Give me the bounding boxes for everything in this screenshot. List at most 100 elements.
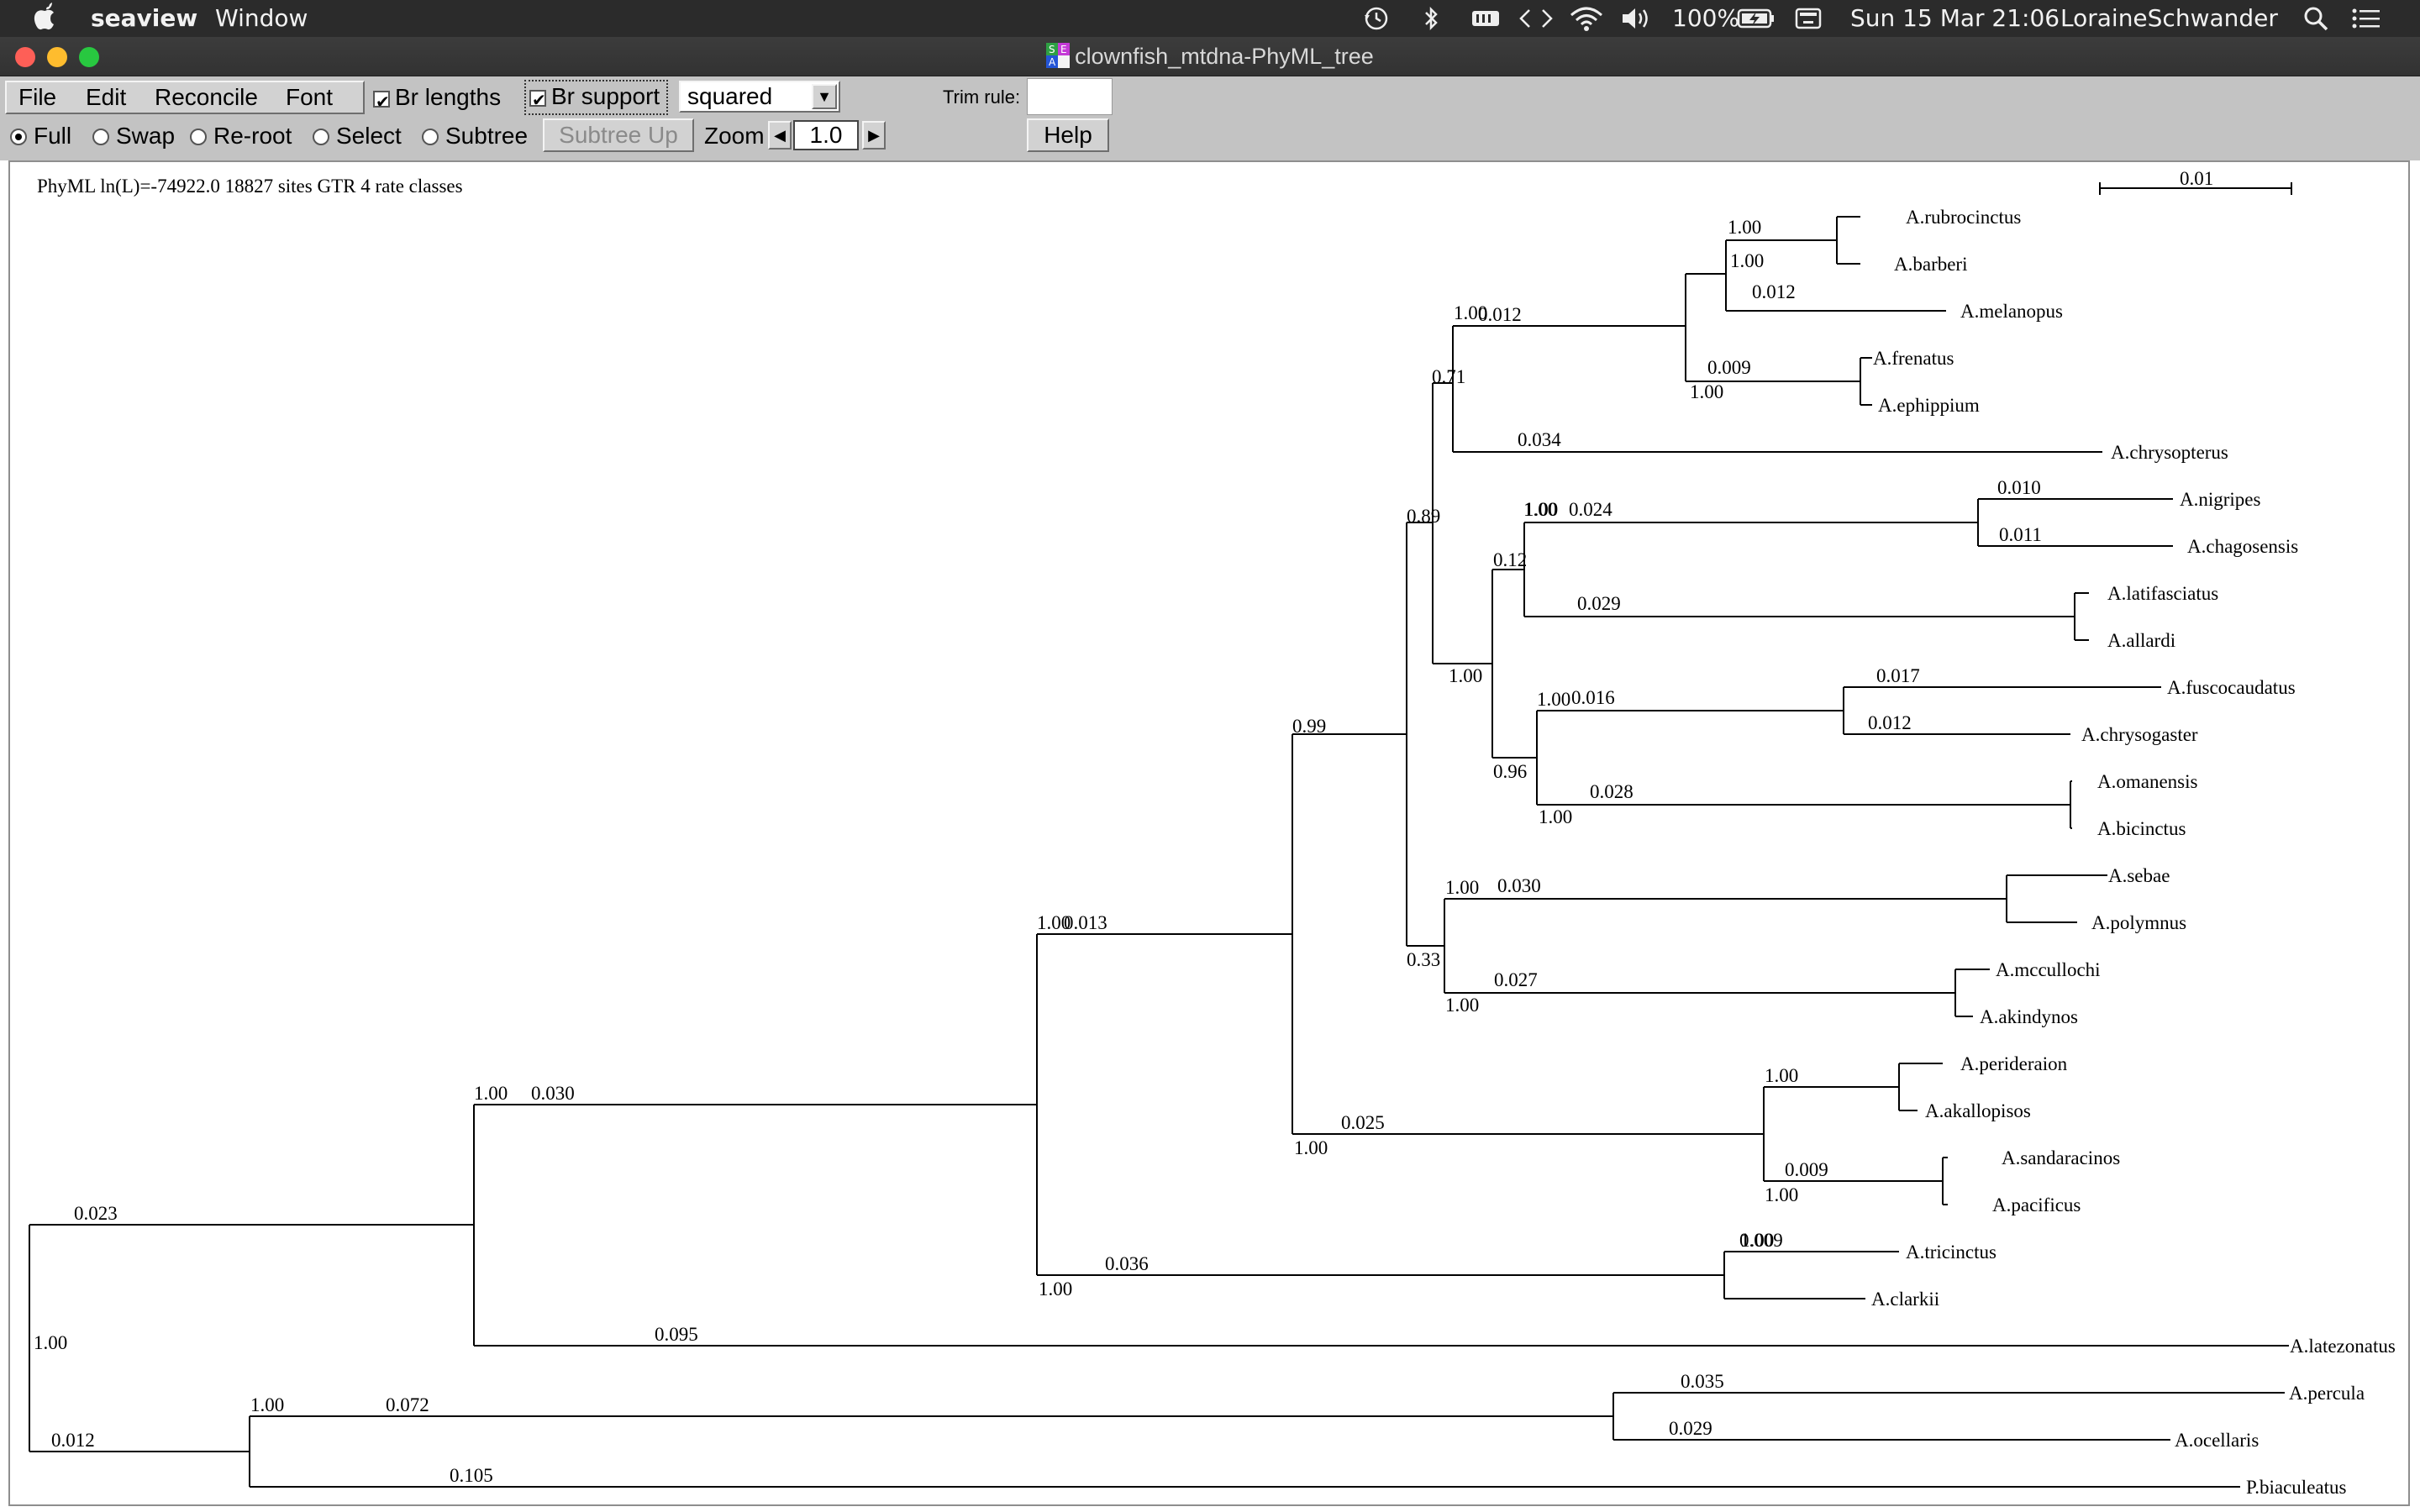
svg-text:E: E — [1060, 44, 1067, 55]
taxon-label[interactable]: A.pacificus — [1992, 1194, 2081, 1215]
tree-panel[interactable]: PhyML ln(L)=-74922.0 18827 sites GTR 4 r… — [8, 160, 2410, 1506]
br-lengths-label: Br lengths — [395, 84, 502, 110]
font-menu[interactable]: Font — [286, 84, 334, 110]
taxon-label[interactable]: A.bicinctus — [2097, 818, 2186, 839]
branch-length-label: 0.012 — [1752, 281, 1796, 302]
app-menu[interactable]: seaview — [91, 4, 198, 32]
mode-full-label: Full — [34, 123, 72, 149]
support-value-label: 0.12 — [1493, 549, 1527, 570]
taxon-label[interactable]: A.sandaracinos — [2002, 1147, 2120, 1168]
support-value-label: 1.00 — [474, 1083, 508, 1104]
br-lengths-checkbox[interactable]: Br lengths — [373, 81, 502, 118]
br-support-checkbox[interactable]: Br support — [524, 80, 669, 116]
taxon-label[interactable]: A.percula — [2289, 1383, 2365, 1404]
user-name[interactable]: LoraineSchwander — [2060, 4, 2278, 32]
file-menu[interactable]: File — [18, 84, 57, 110]
taxon-label[interactable]: P.biaculeatus — [2246, 1477, 2346, 1498]
taxon-label[interactable]: A.ocellaris — [2175, 1430, 2259, 1451]
phylogenetic-tree[interactable]: PhyML ln(L)=-74922.0 18827 sites GTR 4 r… — [10, 162, 2408, 1504]
mode-reroot-radio[interactable]: Re-root — [190, 120, 292, 152]
branch-length-label: 0.029 — [1577, 593, 1621, 614]
taxon-label[interactable]: A.rubrocinctus — [1906, 207, 2021, 228]
taxon-label[interactable]: A.clarkii — [1871, 1289, 1939, 1310]
control-center-icon[interactable] — [2349, 3, 2383, 41]
support-value-label: 1.00 — [1449, 665, 1482, 686]
taxon-label[interactable]: A.mccullochi — [1996, 959, 2101, 980]
radio-icon — [422, 129, 439, 145]
memory-icon[interactable] — [1469, 3, 1502, 41]
taxon-label[interactable]: A.perideraion — [1960, 1053, 2068, 1074]
wifi-icon[interactable] — [1568, 3, 1605, 41]
bluetooth-icon[interactable] — [1420, 3, 1442, 41]
checkbox-checked-icon — [373, 87, 390, 118]
taxon-label[interactable]: A.akallopisos — [1925, 1100, 2031, 1121]
support-value-label: 1.00 — [1728, 217, 1761, 238]
taxon-label[interactable]: A.allardi — [2107, 630, 2175, 651]
support-value-label: 1.00 — [1539, 806, 1572, 827]
trim-rule-input[interactable] — [1027, 78, 1113, 115]
battery-percent[interactable]: 100% — [1672, 4, 1740, 32]
taxon-label[interactable]: A.chrysopterus — [2111, 442, 2228, 463]
taxon-label[interactable]: A.ephippium — [1878, 395, 1980, 416]
mode-select-label: Select — [336, 123, 402, 149]
branch-length-label: 0.013 — [1064, 912, 1107, 933]
taxon-label[interactable]: A.polymnus — [2091, 912, 2186, 933]
zoom-value-field[interactable]: 1.0 — [793, 120, 859, 150]
close-window-button[interactable] — [15, 47, 35, 67]
clock-datetime[interactable]: Sun 15 Mar 21:06 — [1850, 4, 2060, 32]
taxon-label[interactable]: A.omanensis — [2097, 771, 2198, 792]
time-machine-icon[interactable] — [1360, 3, 1393, 41]
branch-length-label: 0.028 — [1590, 781, 1634, 802]
support-value-label: 1.00 — [1445, 995, 1479, 1016]
battery-icon[interactable] — [1736, 3, 1776, 41]
apple-icon[interactable] — [32, 2, 57, 38]
reconcile-menu[interactable]: Reconcile — [155, 84, 258, 110]
branch-length-label: 0.009 — [1707, 357, 1751, 378]
mode-full-radio[interactable]: Full — [10, 120, 71, 152]
taxon-label[interactable]: A.sebae — [2108, 865, 2170, 886]
mode-subtree-radio[interactable]: Subtree — [422, 120, 528, 152]
support-value-label: 1.00 — [1039, 1278, 1072, 1299]
taxon-label[interactable]: A.chagosensis — [2187, 536, 2298, 557]
support-value-label: 1.00 — [34, 1332, 67, 1353]
spotlight-search-icon[interactable] — [2301, 3, 2331, 41]
taxon-label[interactable]: A.tricinctus — [1906, 1242, 1996, 1263]
subtree-up-button[interactable]: Subtree Up — [543, 118, 694, 152]
window-menu[interactable]: Window — [215, 4, 308, 32]
volume-icon[interactable] — [1618, 3, 1655, 41]
help-button[interactable]: Help — [1027, 118, 1109, 152]
branch-length-label: 0.017 — [1876, 665, 1920, 686]
taxon-label[interactable]: A.chrysogaster — [2081, 724, 2198, 745]
branch-length-label: 0.027 — [1494, 969, 1538, 990]
mode-select-radio[interactable]: Select — [313, 120, 402, 152]
taxon-label[interactable]: A.melanopus — [1960, 301, 2063, 322]
code-icon[interactable] — [1518, 3, 1555, 41]
branch-length-label: 0.016 — [1571, 687, 1615, 708]
chevron-down-icon[interactable]: ▼ — [812, 84, 837, 109]
minimize-window-button[interactable] — [47, 47, 67, 67]
support-value-label: 0.33 — [1407, 949, 1440, 970]
taxon-label[interactable]: A.latezonatus — [2290, 1336, 2396, 1357]
keyboard-icon[interactable] — [1793, 3, 1823, 41]
support-value-label: 0.89 — [1407, 506, 1440, 527]
branch-length-label: 0.012 — [51, 1430, 95, 1451]
taxon-label[interactable]: A.akindynos — [1980, 1006, 2078, 1027]
taxon-label[interactable]: A.fuscocaudatus — [2167, 677, 2296, 698]
branch-length-label: 0.009 — [1785, 1159, 1828, 1180]
taxon-label[interactable]: A.barberi — [1894, 254, 1968, 275]
mode-swap-radio[interactable]: Swap — [92, 120, 175, 152]
support-value-label: 1.00 — [1523, 499, 1557, 520]
zoom-window-button[interactable] — [79, 47, 99, 67]
branch-length-label: 0.012 — [1868, 712, 1912, 733]
zoom-in-icon[interactable]: ▶ — [862, 121, 886, 150]
support-value-label: 1.00 — [1765, 1065, 1798, 1086]
branch-length-label: 0.095 — [655, 1324, 698, 1345]
taxon-label[interactable]: A.frenatus — [1873, 348, 1954, 369]
taxon-label[interactable]: A.nigripes — [2180, 489, 2261, 510]
taxon-label[interactable]: A.latifasciatus — [2107, 583, 2218, 604]
zoom-out-icon[interactable]: ◀ — [768, 121, 792, 150]
radio-icon — [190, 129, 207, 145]
edit-menu[interactable]: Edit — [86, 84, 127, 110]
